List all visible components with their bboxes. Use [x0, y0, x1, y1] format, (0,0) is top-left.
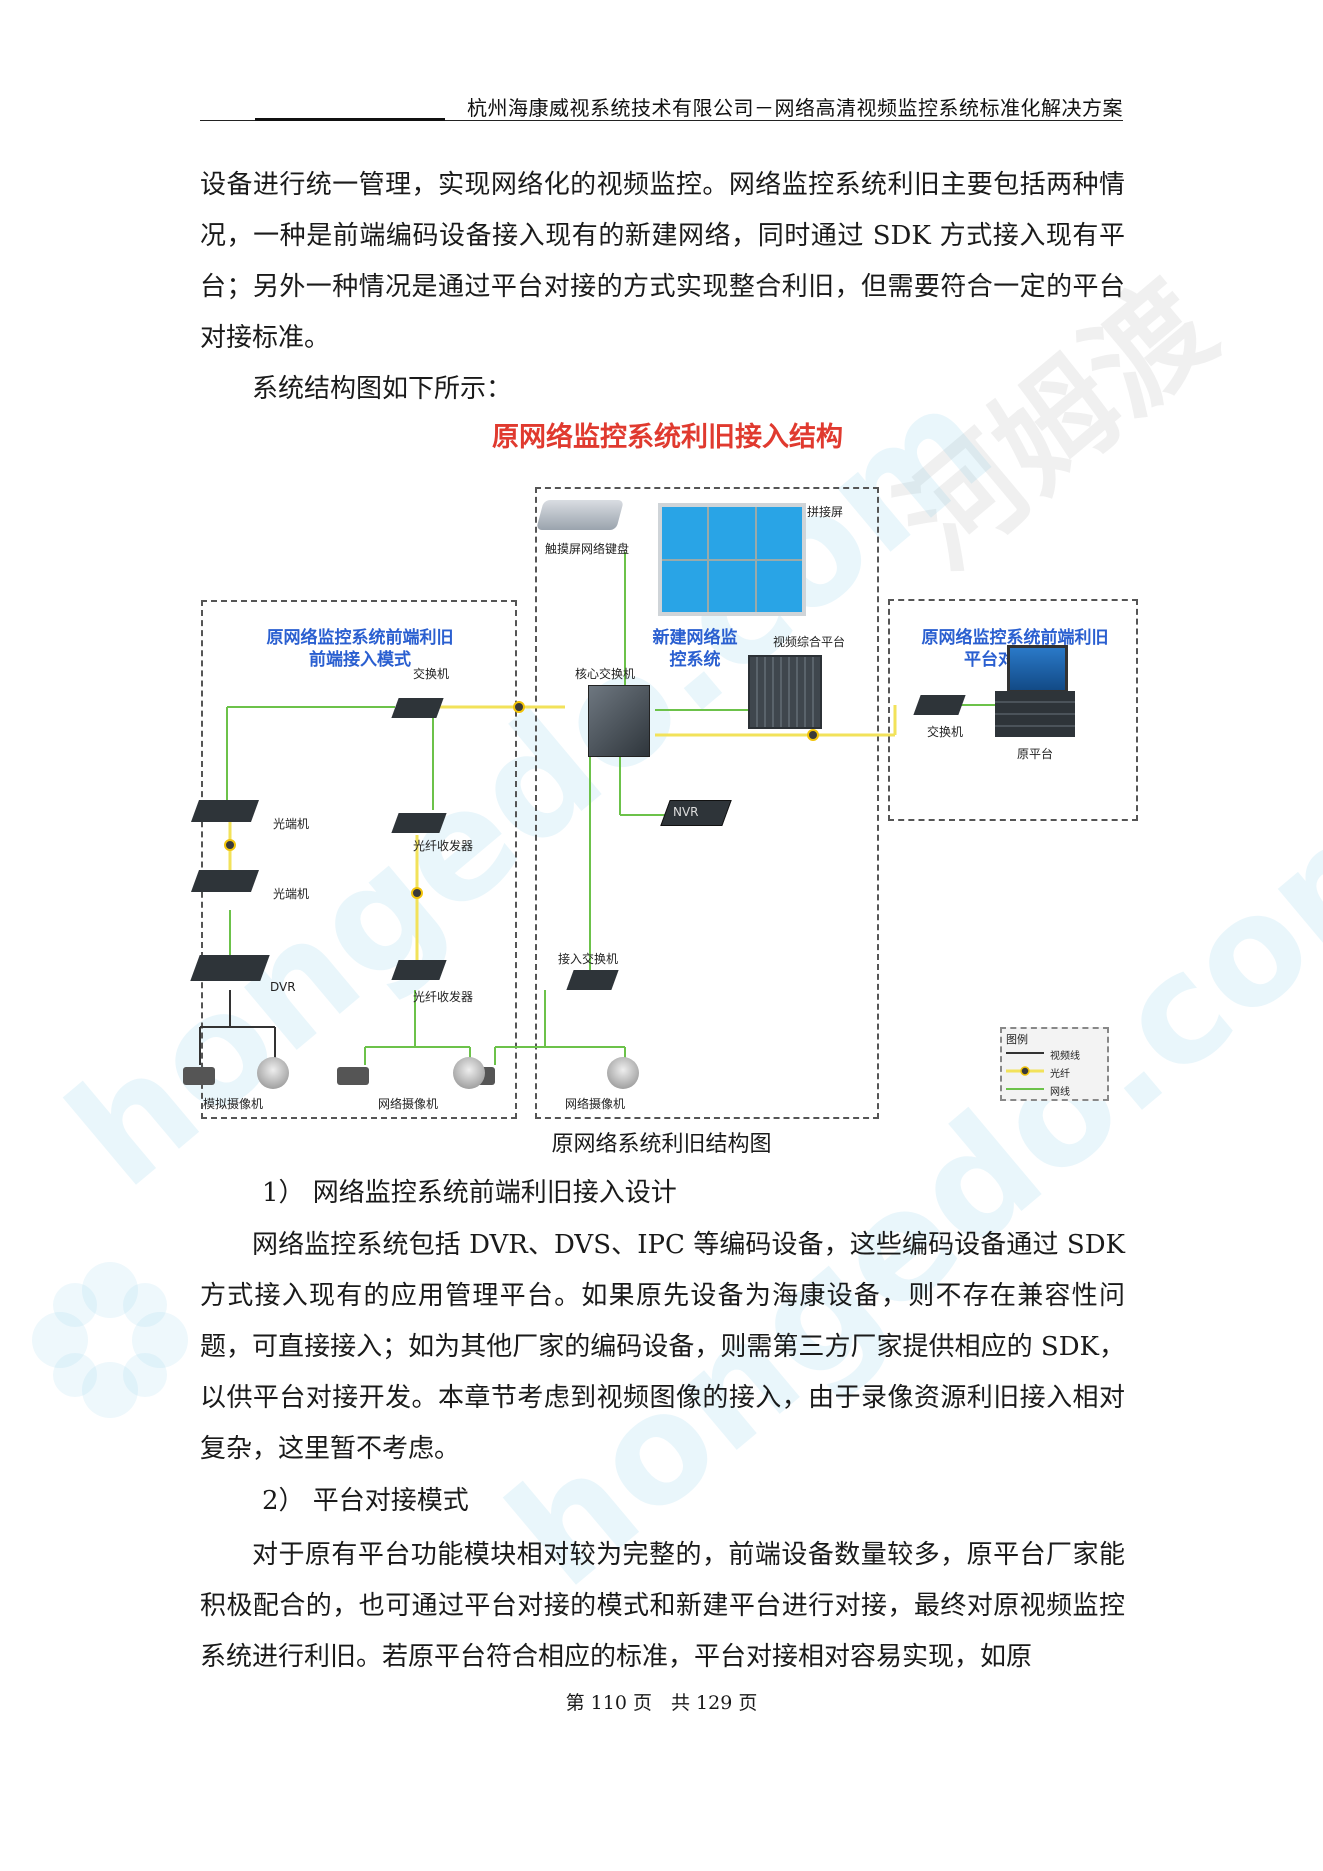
server-icon — [995, 691, 1075, 737]
dome-camera-icon — [257, 1057, 289, 1089]
net-camera-left-label: 网络摄像机 — [378, 1097, 439, 1111]
page-footer: 第 110 页 共 129 页 — [565, 1692, 758, 1714]
zone-right — [888, 599, 1138, 821]
dvr-label: DVR — [270, 980, 296, 994]
header-rule-accent — [255, 118, 445, 121]
dvr-icon — [190, 955, 270, 981]
dome-camera-icon — [607, 1057, 639, 1089]
fiber-transceiver-icon — [391, 960, 447, 980]
box-camera-icon — [337, 1067, 369, 1085]
fiber-transceiver-icon — [391, 813, 447, 833]
right-switch-icon — [913, 695, 966, 715]
orig-platform-label: 原平台 — [1017, 747, 1054, 761]
dome-camera-icon — [453, 1057, 485, 1089]
section-heading-2: 2） 平台对接模式 — [262, 1486, 469, 1516]
touch-keyboard-icon — [535, 500, 625, 530]
fiber-tx-1-label: 光纤收发器 — [413, 839, 474, 853]
left-switch-label: 交换机 — [413, 667, 450, 681]
watermark-flower-icon — [20, 1250, 200, 1430]
legend-video: 视频线 — [1050, 1051, 1080, 1062]
network-structure-diagram: 原网络监控系统利旧接入结构 原网络监控系统前端利旧 前端接入模式 新建网络监 控… — [183, 415, 1140, 1125]
zone-left-label: 原网络监控系统前端利旧 前端接入模式 — [266, 628, 454, 670]
optical-2-label: 光端机 — [273, 887, 310, 901]
access-switch-icon — [566, 970, 619, 990]
video-wall-label: 拼接屏 — [807, 505, 844, 519]
figure-title: 原网络监控系统利旧接入结构 — [492, 422, 843, 453]
legend-network: 网线 — [1050, 1087, 1070, 1098]
optical-transceiver-icon — [190, 870, 260, 892]
video-platform-icon — [748, 655, 822, 729]
core-switch-icon — [588, 685, 650, 757]
paragraph-2: 系统结构图如下所示： — [252, 374, 513, 404]
core-switch-label: 核心交换机 — [575, 667, 636, 681]
nvr-label: NVR — [673, 805, 699, 819]
fiber-tx-2-label: 光纤收发器 — [413, 990, 474, 1004]
optical-1-label: 光端机 — [273, 817, 310, 831]
access-switch-label: 接入交换机 — [558, 952, 619, 966]
video-wall-icon — [658, 503, 806, 616]
figure-caption: 原网络系统利旧结构图 — [551, 1132, 772, 1157]
monitor-icon — [1007, 645, 1068, 693]
box-camera-icon — [183, 1067, 215, 1085]
legend-fiber: 光纤 — [1050, 1069, 1070, 1080]
right-switch-label: 交换机 — [927, 725, 964, 739]
left-switch-icon — [391, 698, 444, 718]
net-camera-center-label: 网络摄像机 — [565, 1097, 626, 1111]
touch-keyboard-label: 触摸屏网络键盘 — [545, 542, 630, 556]
paragraph-4: 对于原有平台功能模块相对较为完整的，前端设备数量较多，原平台厂家能积极配合的，也… — [200, 1540, 1125, 1672]
optical-transceiver-icon — [190, 800, 260, 822]
zone-center-label: 新建网络监 控系统 — [652, 628, 738, 670]
diagram-legend: 图例 视频线 光纤 网线 — [1000, 1027, 1109, 1101]
analog-camera-label: 模拟摄像机 — [203, 1097, 264, 1111]
paragraph-3: 网络监控系统包括 DVR、DVS、IPC 等编码设备，这些编码设备通过 SDK … — [200, 1230, 1125, 1464]
legend-title: 图例 — [1006, 1033, 1028, 1046]
section-heading-1: 1） 网络监控系统前端利旧接入设计 — [262, 1178, 677, 1208]
header-rule — [200, 120, 1123, 121]
zone-left — [201, 600, 517, 1119]
zone-center — [535, 487, 879, 1119]
platform-label: 视频综合平台 — [773, 635, 846, 649]
paragraph-1: 设备进行统一管理，实现网络化的视频监控。网络监控系统利旧主要包括两种情况，一种是… — [200, 170, 1125, 353]
page-header-title: 杭州海康威视系统技术有限公司－网络高清视频监控系统标准化解决方案 — [467, 96, 1123, 120]
